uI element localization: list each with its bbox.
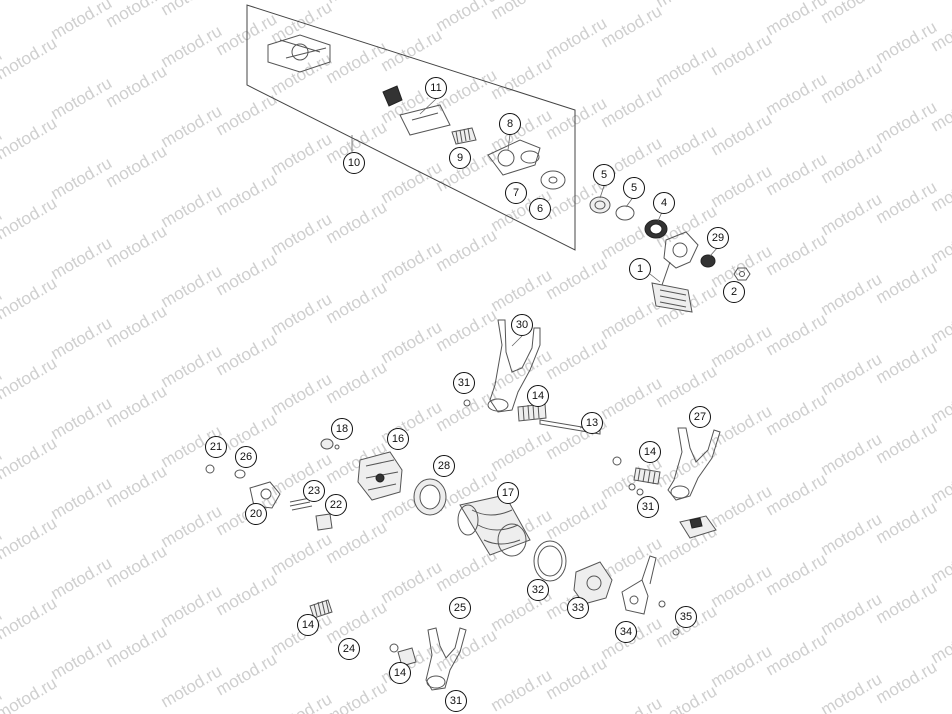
callout-22: 22 <box>325 494 347 516</box>
callout-14a: 14 <box>527 385 549 407</box>
bearing-11 <box>382 85 451 136</box>
callout-17: 17 <box>497 482 519 504</box>
bolt-29 <box>700 254 716 268</box>
callout-29: 29 <box>707 227 729 249</box>
callout-18: 18 <box>331 418 353 440</box>
shift-lever-1 <box>651 231 699 313</box>
callout-8: 8 <box>499 113 521 135</box>
gear-sensor <box>679 515 717 539</box>
callout-32: 32 <box>527 579 549 601</box>
callout-14b: 14 <box>639 441 661 463</box>
shift-lever-8 <box>487 139 541 176</box>
callout-35: 35 <box>675 606 697 628</box>
pins-31b <box>628 483 644 496</box>
shift-cam-16 <box>357 451 403 501</box>
callout-27: 27 <box>689 406 711 428</box>
callout-10: 10 <box>343 152 365 174</box>
callout-31a: 31 <box>453 372 475 394</box>
ring-32 <box>533 540 567 582</box>
washer-26 <box>234 469 246 479</box>
callout-6: 6 <box>529 198 551 220</box>
callout-26: 26 <box>235 446 257 468</box>
callout-25: 25 <box>449 597 471 619</box>
subassembly-panel <box>246 4 576 251</box>
spring-14b <box>633 467 661 485</box>
spring-14a <box>517 403 547 422</box>
spring-14d <box>397 647 417 667</box>
seal-ring-5a <box>589 196 611 214</box>
callout-14c: 14 <box>297 614 319 636</box>
callout-23: 23 <box>303 480 325 502</box>
callout-5b: 5 <box>623 177 645 199</box>
callout-24: 24 <box>338 638 360 660</box>
washer-6 <box>540 170 566 190</box>
callout-14d: 14 <box>389 662 411 684</box>
callout-21: 21 <box>205 436 227 458</box>
shift-fork-30 <box>487 319 541 413</box>
ring-14b <box>612 456 622 466</box>
screw-21 <box>205 464 215 474</box>
callout-2: 2 <box>723 281 745 303</box>
callout-13: 13 <box>581 412 603 434</box>
ring-14d <box>389 643 399 653</box>
shift-fork-25 <box>425 627 467 691</box>
callout-31b: 31 <box>637 496 659 518</box>
spring-14c <box>309 599 333 619</box>
callout-30: 30 <box>511 314 533 336</box>
callout-11: 11 <box>425 77 447 99</box>
callout-31c: 31 <box>445 690 467 712</box>
callout-5a: 5 <box>593 164 615 186</box>
nut-2 <box>733 267 751 281</box>
callout-1: 1 <box>629 258 651 280</box>
callout-16: 16 <box>387 428 409 450</box>
bearing-18 <box>320 438 340 450</box>
rod-13 <box>539 419 601 435</box>
callout-20: 20 <box>245 503 267 525</box>
callout-28: 28 <box>433 455 455 477</box>
selector-shaft-upper <box>267 34 331 73</box>
bracket-34 <box>621 555 657 615</box>
ring-4 <box>644 219 668 239</box>
shift-fork-27 <box>667 427 721 501</box>
bolt-22 <box>315 513 333 531</box>
pin-31a <box>463 399 471 407</box>
callout-4: 4 <box>653 192 675 214</box>
shift-star-33 <box>573 561 613 605</box>
shift-drum-17 <box>457 494 531 557</box>
bearing-28 <box>413 478 447 516</box>
seal-ring-5b <box>615 205 635 221</box>
callout-33: 33 <box>567 597 589 619</box>
spring-9 <box>451 127 477 145</box>
callout-7: 7 <box>505 182 527 204</box>
callout-34: 34 <box>615 621 637 643</box>
screws-35 <box>658 600 680 636</box>
callout-9: 9 <box>449 147 471 169</box>
